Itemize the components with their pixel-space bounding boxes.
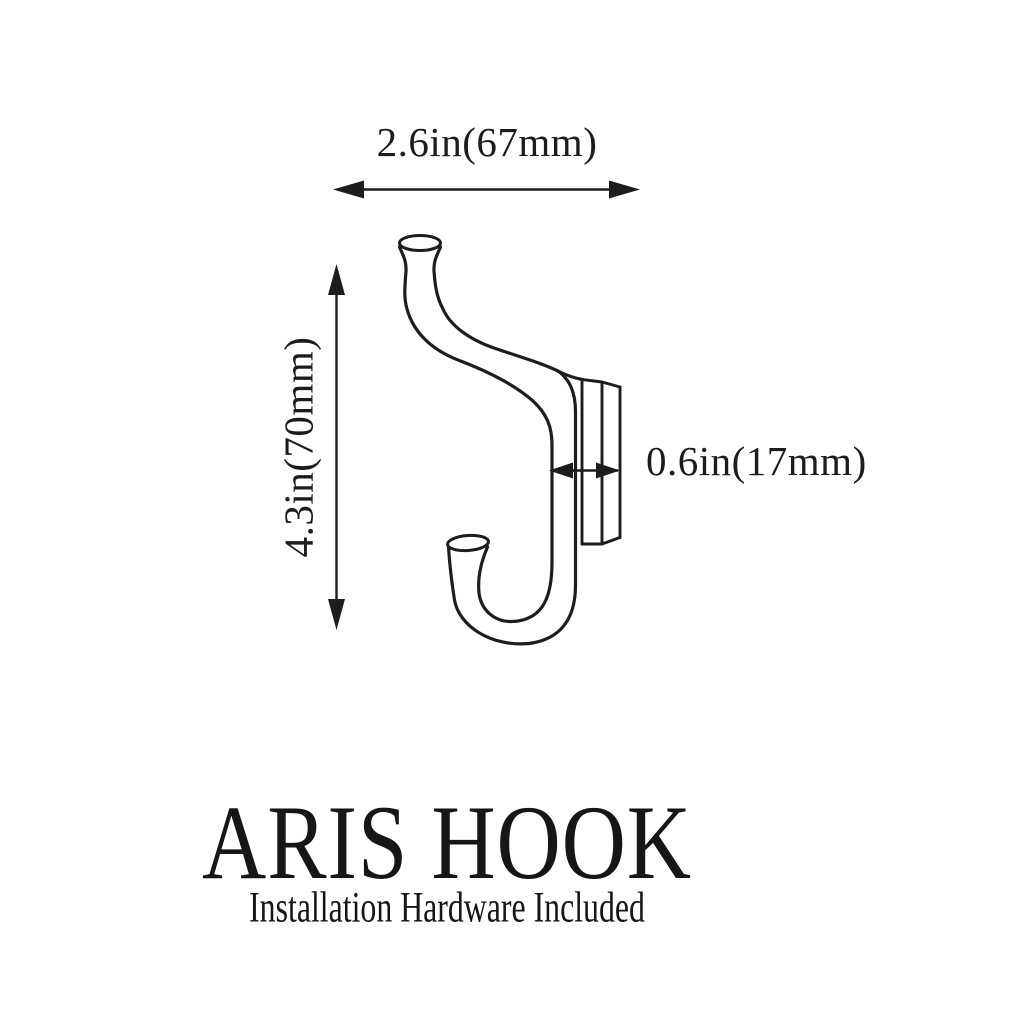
upper-hook-tip-rim (398, 234, 442, 252)
hook-upper-outer-outline (397, 245, 554, 624)
height-arrow-top-head (328, 264, 345, 295)
height-dimension-label: 4.3in(70mm) (275, 336, 322, 558)
depth-dimension-arrow (549, 462, 620, 479)
mounting-plate (580, 378, 622, 546)
product-title: ARIS HOOK (202, 784, 692, 901)
depth-arrow-right-head (596, 462, 620, 479)
mounting-plate-bottom-edge (580, 536, 622, 546)
hook-drawing (397, 234, 622, 646)
depth-dimension-label: 0.6in(17mm) (646, 438, 867, 484)
width-dimension-arrow (333, 180, 640, 199)
width-dimension-label: 2.6in(67mm) (376, 119, 598, 165)
hook-stem-outline (446, 369, 578, 646)
lower-hook-tip-rim (446, 533, 490, 553)
height-dimension-arrow (328, 264, 345, 630)
depth-arrow-left-head (549, 462, 573, 479)
width-arrow-left-head (333, 180, 364, 199)
height-arrow-bottom-head (328, 599, 345, 630)
product-subtitle: Installation Hardware Included (249, 884, 645, 932)
width-arrow-right-head (609, 180, 640, 199)
